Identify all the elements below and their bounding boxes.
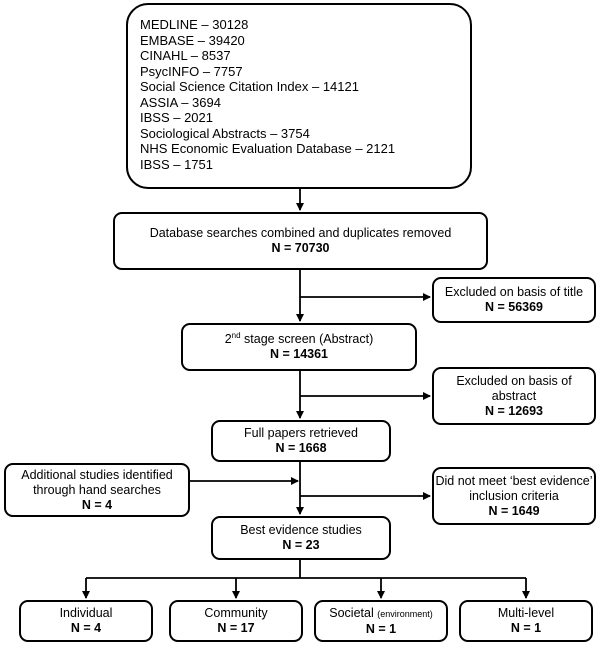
- individual-label: Individual: [59, 606, 113, 620]
- database-item: MEDLINE – 30128: [140, 17, 249, 32]
- excluded-title-label: Excluded on basis of title: [444, 285, 584, 299]
- multilevel-label: Multi-level: [497, 606, 555, 620]
- multilevel-count: N = 1: [510, 621, 542, 635]
- societal-box: Societal (environment) N = 1: [314, 600, 448, 642]
- not-met-count: N = 1649: [488, 503, 540, 518]
- excluded-title-count: N = 56369: [484, 300, 544, 314]
- full-papers-box: Full papers retrieved N = 1668: [211, 420, 391, 462]
- additional-studies-label: Additional studies identified through ha…: [21, 467, 173, 497]
- database-item: NHS Economic Evaluation Database – 2121: [140, 141, 396, 156]
- individual-box: Individual N = 4: [19, 600, 153, 642]
- database-item: PsycINFO – 7757: [140, 63, 243, 79]
- societal-label: Societal (environment): [329, 605, 433, 620]
- not-met-box: Did not meet ‘best evidence’ inclusion c…: [432, 467, 596, 525]
- multilevel-box: Multi-level N = 1: [459, 600, 593, 642]
- full-papers-label: Full papers retrieved: [244, 426, 358, 440]
- excluded-title-box: Excluded on basis of title N = 56369: [432, 277, 596, 323]
- database-item: ASSIA – 3694: [140, 94, 221, 110]
- second-stage-label: 2nd stage screen (Abstract): [224, 330, 374, 346]
- database-item: CINAHL – 8537: [140, 48, 231, 63]
- combined-label: Database searches combined and duplicate…: [149, 226, 452, 240]
- community-label: Community: [204, 606, 268, 620]
- additional-studies-count: N = 4: [81, 497, 113, 512]
- excluded-abstract-box: Excluded on basis of abstract N = 12693: [432, 367, 596, 425]
- best-evidence-label: Best evidence studies: [240, 523, 362, 537]
- community-count: N = 17: [217, 621, 255, 635]
- database-item: Sociological Abstracts – 3754: [140, 125, 310, 141]
- combined-box: Database searches combined and duplicate…: [113, 212, 488, 270]
- individual-count: N = 4: [70, 621, 102, 635]
- second-stage-box: 2nd stage screen (Abstract) N = 14361: [181, 323, 417, 371]
- combined-count: N = 70730: [271, 241, 330, 255]
- additional-studies-box: Additional studies identified through ha…: [4, 463, 190, 517]
- community-box: Community N = 17: [169, 600, 303, 642]
- database-list-box: MEDLINE – 30128 EMBASE – 39420 CINAHL – …: [126, 3, 472, 189]
- best-evidence-box: Best evidence studies N = 23: [211, 516, 391, 560]
- excluded-abstract-count: N = 12693: [484, 403, 544, 418]
- database-item: EMBASE – 39420: [140, 32, 245, 48]
- database-item: IBSS – 2021: [140, 110, 213, 125]
- excluded-abstract-label: Excluded on basis of abstract: [456, 373, 572, 403]
- full-papers-count: N = 1668: [275, 441, 327, 455]
- societal-count: N = 1: [365, 621, 397, 636]
- database-item: Social Science Citation Index – 14121: [140, 79, 359, 94]
- database-item: IBSS – 1751: [140, 156, 213, 172]
- second-stage-count: N = 14361: [269, 347, 329, 361]
- not-met-label: Did not meet ‘best evidence’ inclusion c…: [435, 473, 593, 503]
- best-evidence-count: N = 23: [282, 538, 320, 552]
